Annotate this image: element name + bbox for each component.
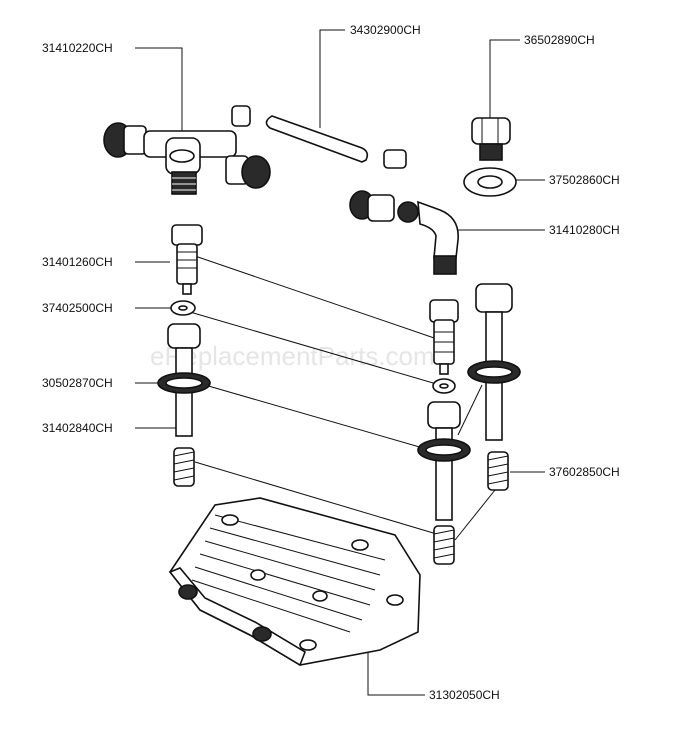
label-tee-fitting: 31410220CH <box>42 41 113 55</box>
spring-right-back <box>487 451 509 491</box>
label-small-washer: 37402500CH <box>42 301 113 315</box>
label-spring: 37602850CH <box>549 465 620 479</box>
label-plug: 36502890CH <box>524 33 595 47</box>
cylinder-head <box>168 497 421 667</box>
label-cylinder-head: 31302050CH <box>429 688 500 702</box>
bolt-left <box>157 323 211 437</box>
bolt-right-back <box>467 283 521 441</box>
label-o-ring: 30502870CH <box>42 376 113 390</box>
elbow-fitting <box>349 190 459 275</box>
small-washer-right <box>432 378 456 394</box>
leader-lines <box>135 29 545 696</box>
bolt-right-front <box>417 401 471 521</box>
unloader-valve-right <box>429 299 459 375</box>
label-elbow-fitting: 31410280CH <box>549 223 620 237</box>
part-labels: 31410220CH 34302900CH 36502890CH 3750286… <box>42 23 620 702</box>
pipe <box>231 105 407 169</box>
unloader-valve-left <box>171 224 203 295</box>
tee-fitting <box>103 122 271 195</box>
plug-washer <box>463 167 517 197</box>
label-bolt: 31402840CH <box>42 421 113 435</box>
plug <box>471 117 511 161</box>
spring-right-front <box>433 525 455 565</box>
label-unloader-valve: 31401260CH <box>42 255 113 269</box>
label-pipe: 34302900CH <box>350 23 421 37</box>
label-plug-washer: 37502860CH <box>549 173 620 187</box>
spring-left <box>173 447 195 487</box>
small-washer-left <box>170 300 196 316</box>
